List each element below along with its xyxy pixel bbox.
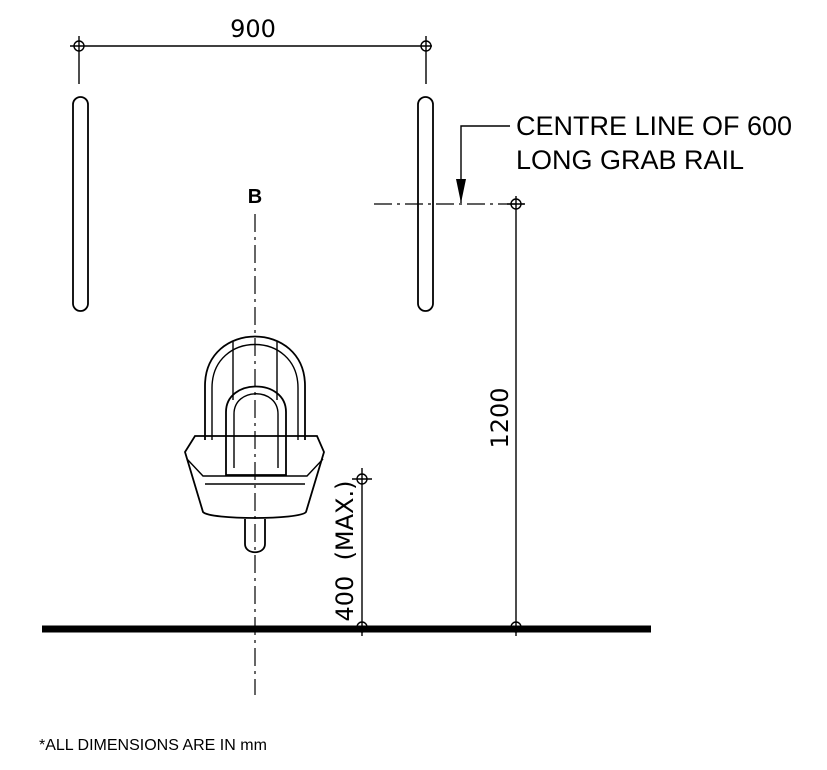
urinal <box>184 335 325 554</box>
rail-spacing-dimension: 900 <box>70 15 432 84</box>
left-grab-rail <box>72 96 89 312</box>
grab-rail-centreline-callout: CENTRE LINE OF 600 LONG GRAB RAIL <box>374 111 792 205</box>
urinal-centreline: B <box>248 186 262 695</box>
rail-spacing-label: 900 <box>230 15 276 43</box>
centreline-marker-label: B <box>248 186 262 208</box>
urinal-rim-height-dimension: 400 (MAX.) <box>331 468 372 636</box>
grab-rail-height-dimension: 1200 <box>486 196 525 636</box>
callout-line-1: CENTRE LINE OF 600 <box>516 111 792 141</box>
urinal-rim-height-label: 400 (MAX.) <box>331 481 359 622</box>
callout-line-2: LONG GRAB RAIL <box>516 145 744 175</box>
grab-rail-height-label: 1200 <box>486 387 514 448</box>
dimensions-footnote: *ALL DIMENSIONS ARE IN mm <box>39 737 267 754</box>
